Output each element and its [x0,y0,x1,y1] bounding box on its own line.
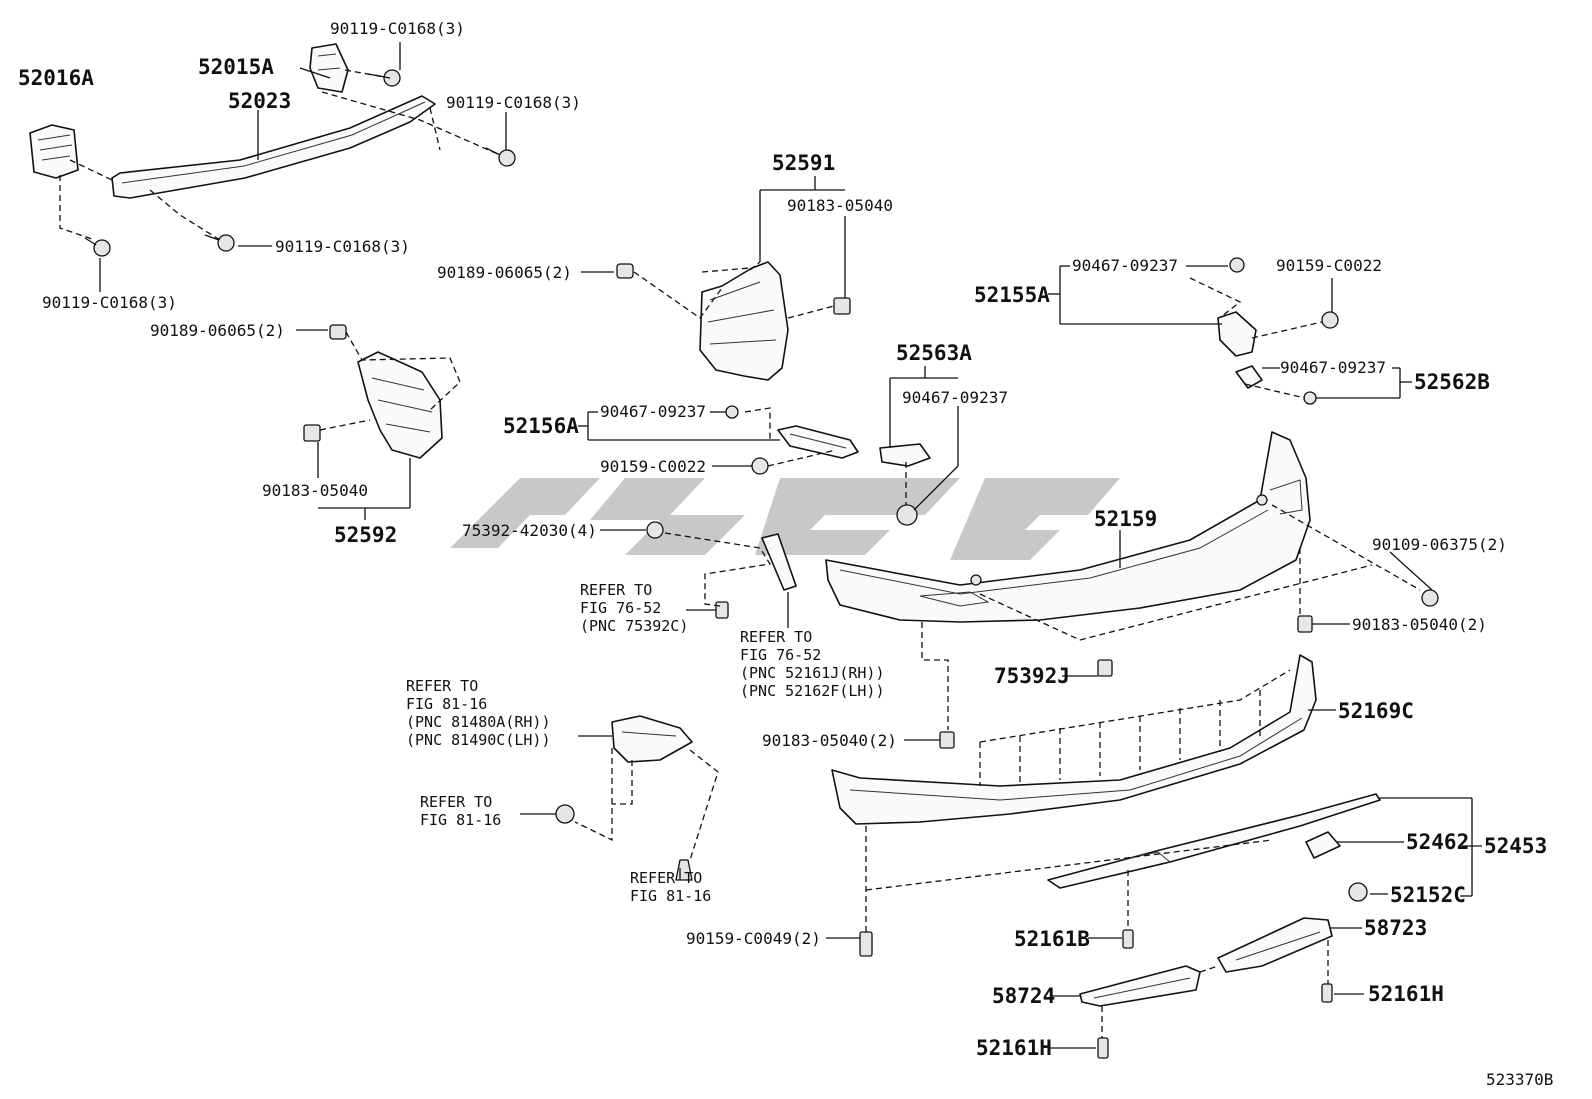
ref-fig-76-52-line2: FIG 76-52 [580,599,661,617]
label-90159-c0049: 90159-C0049(2) [686,929,821,948]
watermark-logo [450,478,1120,560]
dash-lines-protectors [319,261,835,431]
label-52462: 52462 [1406,830,1469,854]
label-52453: 52453 [1484,834,1547,858]
ref-fig-76-52-b-line4: (PNC 52162F(LH)) [740,682,885,700]
leader-lines [99,42,1482,1049]
ref-fig-76-52-b-line1: REFER TO [740,628,812,646]
label-90109-06375: 90109-06375(2) [1372,535,1507,554]
label-75392-42030: 75392-42030(4) [462,521,597,540]
label-90119-c0168-right: 90119-C0168(3) [446,93,581,112]
ref-fig-76-52-line1: REFER TO [580,581,652,599]
clip-icons-protectors [303,263,851,442]
label-58724: 58724 [992,984,1055,1008]
label-52156A: 52156A [503,414,579,438]
reference-notes: REFER TO FIG 76-52 (PNC 75392C) REFER TO… [406,581,885,905]
ref-fig-81-16-c-line1: REFER TO [630,869,702,887]
part-52591-protector [699,261,789,381]
ref-fig-76-52-b-line3: (PNC 52161J(RH)) [740,664,885,682]
label-90119-c0168-left: 90119-C0168(3) [42,293,177,312]
part-52016A-bracket [29,124,79,179]
part-52023-reinforcement [111,95,436,199]
small-fastener-icons [646,257,1439,749]
label-58723: 58723 [1364,916,1427,940]
ref-fig-76-52-line3: (PNC 75392C) [580,617,688,635]
part-58724-under-cover [1079,965,1201,1007]
label-90159-c0022-left: 90159-C0022 [600,457,706,476]
ref-fig-76-52-b-line2: FIG 76-52 [740,646,821,664]
dash-lines-lower [865,826,1329,1038]
label-52023: 52023 [228,89,291,113]
ref-fig-81-16-a-line4: (PNC 81490C(LH)) [406,731,551,749]
label-52152C: 52152C [1390,883,1466,907]
label-90183-05040-right: 90183-05040(2) [1352,615,1487,634]
part-labels: 52016A 52015A 52023 90119-C0168(3) 90119… [18,19,1547,1060]
part-52462-pad [1305,831,1368,902]
label-90119-c0168-mid: 90119-C0168(3) [275,237,410,256]
label-90119-c0168-top: 90119-C0168(3) [330,19,465,38]
label-52169C: 52169C [1338,699,1414,723]
ref-fig-81-16-c-line2: FIG 81-16 [630,887,711,905]
label-52159: 52159 [1094,507,1157,531]
label-90467-09237-right: 90467-09237 [1280,358,1386,377]
label-90183-05040-upper: 90183-05040 [787,196,893,215]
label-90467-09237-center: 90467-09237 [902,388,1008,407]
label-90467-09237-left: 90467-09237 [600,402,706,421]
label-90467-09237-top: 90467-09237 [1072,256,1178,275]
part-52592-protector [357,351,443,459]
label-75392J: 75392J [994,664,1070,688]
part-58723-under-cover [1217,917,1333,973]
label-52015A: 52015A [198,55,274,79]
label-90189-06065-upper: 90189-06065(2) [437,263,572,282]
part-52159-bumper-cover [825,431,1311,623]
part-52155A-bracket [1217,311,1257,357]
label-52592: 52592 [334,523,397,547]
figure-code: 523370B [1486,1070,1553,1089]
part-75392-molding [761,533,797,591]
dash-lines-lamp [574,748,719,861]
ref-fig-81-16-a-line2: FIG 81-16 [406,695,487,713]
part-52169C-lower-cover [831,654,1317,825]
part-52015A-bracket [309,43,349,93]
part-52562B-retainer [1235,365,1317,405]
label-52161B: 52161B [1014,927,1090,951]
label-52161H-right: 52161H [1368,982,1444,1006]
label-90189-06065-left: 90189-06065(2) [150,321,285,340]
ref-fig-81-16-a-line1: REFER TO [406,677,478,695]
label-52155A: 52155A [974,283,1050,307]
label-52562B: 52562B [1414,370,1490,394]
label-52016A: 52016A [18,66,94,90]
part-52453-garnish [1047,793,1381,889]
part-fog-lamp-housing [555,715,693,881]
label-52591: 52591 [772,151,835,175]
label-90159-c0022-right: 90159-C0022 [1276,256,1382,275]
label-52563A: 52563A [896,341,972,365]
label-90183-05040-lower: 90183-05040(2) [762,731,897,750]
part-52156A-bracket [777,425,859,459]
ref-fig-81-16-a-line3: (PNC 81480A(RH)) [406,713,551,731]
bolt-icons-upper [84,69,516,257]
dash-lines-cover [664,504,1421,730]
label-90183-05040-left: 90183-05040 [262,481,368,500]
dash-lines-right [744,277,1323,505]
ref-fig-81-16-b-line2: FIG 81-16 [420,811,501,829]
ref-fig-81-16-b-line1: REFER TO [420,793,492,811]
dash-lines-upper [59,69,501,241]
label-52161H-bottom: 52161H [976,1036,1052,1060]
part-52563A-retainer [879,443,931,526]
clip-icons-lower [859,929,1333,1059]
